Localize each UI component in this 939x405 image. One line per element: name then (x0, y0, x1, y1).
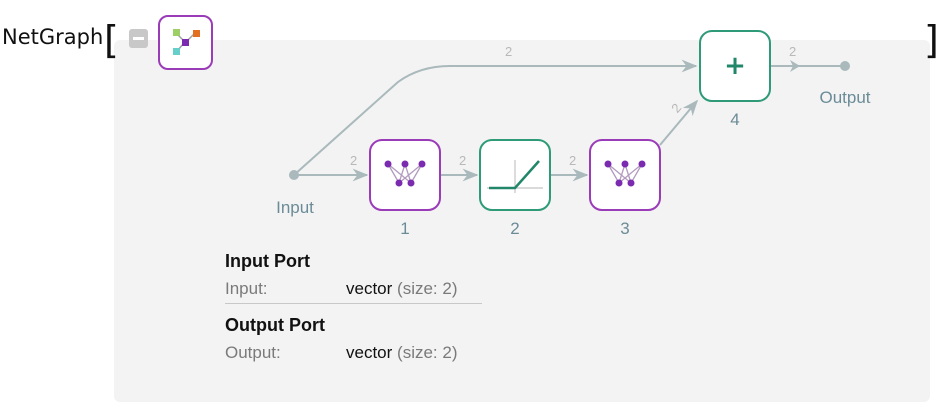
input-port-key: Input: (225, 279, 268, 298)
edge-dim-label: 2 (668, 100, 684, 115)
node-index-label: 2 (510, 219, 519, 238)
input-port-type-name: vector (346, 279, 393, 298)
output-port-type: vector (size: 2) (346, 343, 458, 363)
netgraph-head-label: NetGraph (2, 25, 104, 49)
edge-input-to-4 (293, 59, 698, 176)
node-index-label: 3 (620, 219, 629, 238)
node-index-label: 4 (730, 110, 739, 129)
output-port-heading: Output Port (225, 315, 325, 335)
edge-3-to-4 (659, 99, 699, 146)
edge-dim-label: 2 (569, 153, 576, 168)
output-label: Output (819, 88, 870, 107)
layer-node-2[interactable] (479, 139, 551, 211)
netgraph-icon[interactable] (158, 15, 213, 70)
layer-node-3[interactable] (589, 139, 661, 211)
graph-icon (173, 29, 200, 55)
input-label: Input (276, 198, 314, 217)
ramp-icon (489, 160, 540, 190)
edge-dim-label: 2 (789, 44, 796, 59)
edge-dim-label: 2 (350, 153, 357, 168)
plus-icon: + (724, 51, 746, 81)
output-port-key: Output: (225, 343, 281, 362)
open-bracket: [ (104, 18, 119, 62)
edge-dim-label: 2 (505, 44, 512, 59)
input-port-dot (289, 170, 299, 180)
input-port-type: vector (size: 2) (346, 279, 458, 299)
layer-node-1[interactable] (369, 139, 441, 211)
output-port-dot (840, 61, 850, 71)
layer-node-4[interactable]: + (699, 30, 771, 102)
netgraph-summary-panel (114, 40, 930, 402)
port-divider (225, 303, 482, 304)
input-port-heading: Input Port (225, 251, 310, 271)
input-port-size: (size: 2) (397, 279, 458, 298)
close-bracket: ] (924, 18, 939, 62)
node-index-label: 1 (400, 219, 409, 238)
collapse-button[interactable] (129, 29, 148, 48)
output-port-size: (size: 2) (397, 343, 458, 362)
output-port-type-name: vector (346, 343, 393, 362)
edge-dim-label: 2 (459, 153, 466, 168)
